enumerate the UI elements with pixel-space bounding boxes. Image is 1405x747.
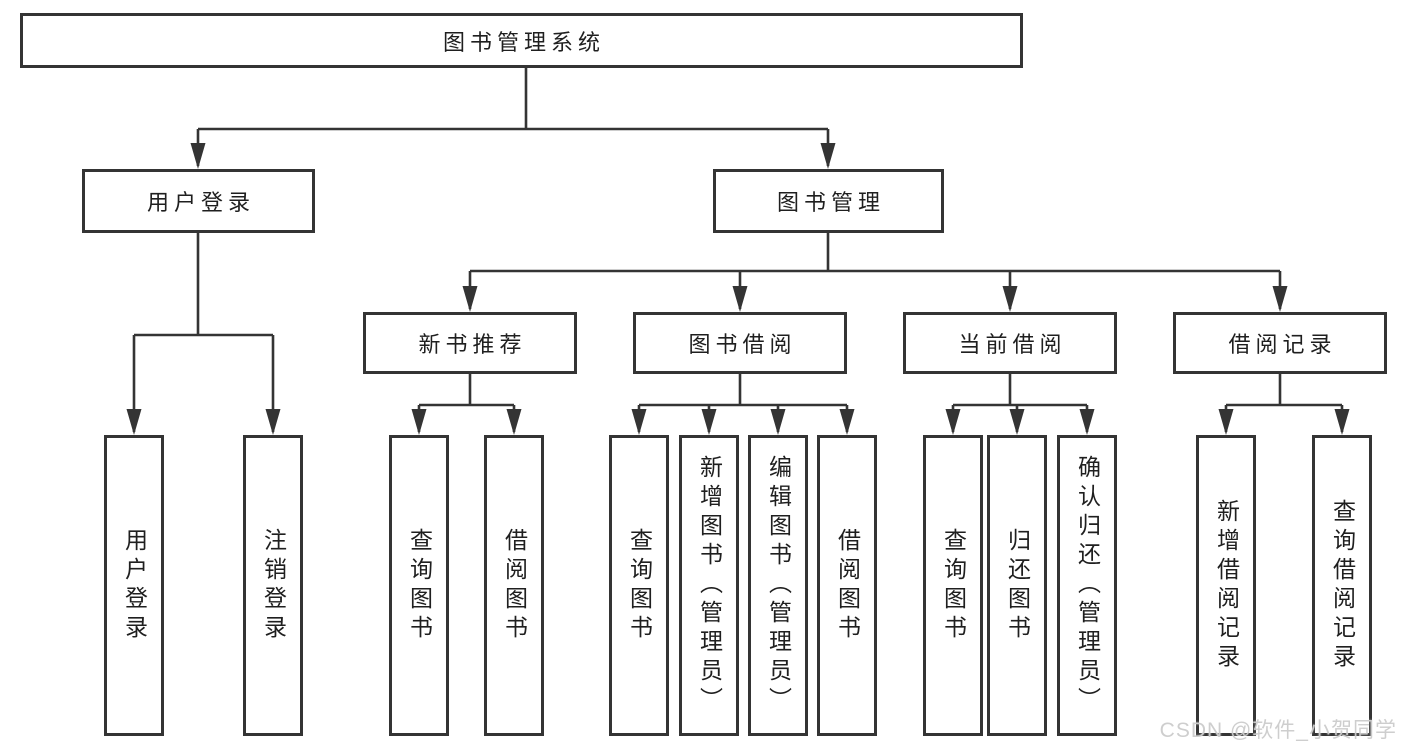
node-leaf-edit-books-admin: 编辑图书（管理员）	[748, 435, 808, 736]
node-new-book-recommend: 新书推荐	[363, 312, 577, 374]
csdn-watermark: CSDN @软件_小贺同学	[1159, 719, 1397, 742]
node-leaf-query-books-1: 查询图书	[389, 435, 449, 736]
node-borrowing-records: 借阅记录	[1173, 312, 1387, 374]
node-leaf-add-books-admin: 新增图书（管理员）	[679, 435, 739, 736]
node-leaf-logout: 注销登录	[243, 435, 303, 736]
node-leaf-return-books: 归还图书	[987, 435, 1047, 736]
node-leaf-query-borrow-record: 查询借阅记录	[1312, 435, 1372, 736]
node-leaf-user-login: 用户登录	[104, 435, 164, 736]
arrowheads	[126, 143, 1350, 435]
node-leaf-borrow-books-1: 借阅图书	[484, 435, 544, 736]
node-user-login-branch: 用户登录	[82, 169, 315, 233]
connector-path	[132, 68, 1344, 432]
node-book-borrowing: 图书借阅	[633, 312, 847, 374]
node-leaf-query-books-2: 查询图书	[609, 435, 669, 736]
node-leaf-query-books-3: 查询图书	[923, 435, 983, 736]
node-leaf-borrow-books-2: 借阅图书	[817, 435, 877, 736]
node-leaf-confirm-return-admin: 确认归还（管理员）	[1057, 435, 1117, 736]
node-current-borrowing: 当前借阅	[903, 312, 1117, 374]
node-leaf-add-borrow-record: 新增借阅记录	[1196, 435, 1256, 736]
node-book-management-branch: 图书管理	[713, 169, 944, 233]
node-root-library-system: 图书管理系统	[20, 13, 1023, 68]
